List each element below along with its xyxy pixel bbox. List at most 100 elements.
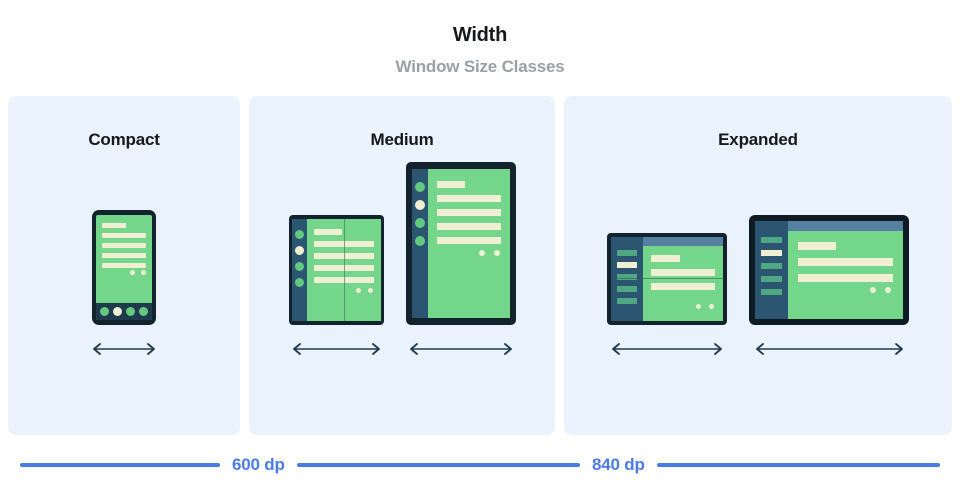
content-dots: [478, 250, 500, 256]
rail-bar-active: [617, 262, 637, 268]
device-slot-foldable-medium: [288, 215, 384, 357]
content-line: [798, 258, 893, 266]
rail-bar: [617, 286, 637, 292]
rail-bar-active: [761, 250, 782, 256]
page-title: Width: [452, 24, 508, 46]
panel-title-expanded: Expanded: [718, 130, 798, 149]
size-class-panels: Compact: [8, 96, 952, 435]
width-arrow-icon: [755, 343, 903, 355]
panel-compact: Compact: [8, 96, 240, 435]
ruler-segment-compact: [20, 463, 220, 467]
content-body: [788, 231, 903, 319]
foldable-expanded-mockup: [607, 233, 727, 325]
foldable-expanded-content: [643, 237, 723, 321]
navigation-rail: [291, 219, 307, 321]
chart-header: Width Window Size Classes: [0, 0, 960, 77]
phone-content: [96, 215, 152, 303]
rail-dot: [294, 278, 304, 287]
content-line: [798, 274, 893, 282]
page-subtitle: Window Size Classes: [395, 57, 565, 76]
ruler-segment-expanded: [656, 463, 940, 467]
breakpoint-label-840dp: 840 dp: [592, 455, 645, 474]
content-line: [102, 263, 146, 268]
content-dot: [885, 287, 891, 293]
content-line: [102, 253, 146, 258]
panel-title-medium: Medium: [370, 130, 434, 149]
content-line: [313, 229, 343, 235]
rail-bar: [761, 276, 782, 282]
phone-screen: [96, 215, 152, 320]
rail-bar: [617, 298, 637, 304]
content-line: [798, 242, 836, 250]
content-line: [102, 223, 127, 228]
content-dot: [709, 304, 714, 309]
width-arrow-icon: [93, 343, 155, 355]
device-slot-phone: [89, 210, 159, 357]
app-top-bar: [788, 221, 903, 231]
content-dot: [696, 304, 701, 309]
content-dot: [870, 287, 876, 293]
nav-dot: [100, 307, 109, 316]
nav-dot: [139, 307, 148, 316]
tablet-medium-mockup: [405, 162, 516, 325]
rail-bar: [617, 250, 637, 256]
rail-dot: [414, 218, 425, 228]
device-group-expanded: [564, 215, 952, 357]
nav-dot-active: [113, 307, 122, 316]
navigation-rail: [611, 237, 643, 321]
nav-dot: [126, 307, 135, 316]
content-dot: [493, 250, 500, 256]
device-slot-foldable-expanded: [607, 233, 727, 357]
content-line: [102, 233, 146, 238]
foldable-medium-mockup: [288, 215, 384, 325]
content-line: [102, 243, 146, 248]
device-group-compact: [8, 210, 240, 357]
navigation-rail: [755, 221, 788, 319]
device-group-medium: [249, 162, 555, 357]
fold-crease-line: [343, 219, 345, 321]
content-line: [651, 255, 680, 262]
content-dot: [478, 250, 485, 256]
content-line: [436, 209, 501, 216]
device-slot-tablet-medium: [405, 162, 516, 357]
content-line: [651, 283, 715, 290]
app-top-bar: [643, 237, 723, 246]
rail-bar: [617, 274, 637, 280]
device-slot-tablet-expanded: [749, 215, 909, 357]
rail-dot: [294, 230, 304, 239]
rail-dot: [294, 262, 304, 271]
panel-expanded: Expanded: [564, 96, 952, 435]
phone-bottom-navigation-bar: [96, 303, 152, 320]
rail-bar: [761, 237, 782, 243]
rail-bar: [761, 289, 782, 295]
navigation-rail: [411, 169, 428, 318]
content-dots: [130, 270, 146, 275]
content-line: [436, 195, 501, 202]
content-dots: [696, 304, 714, 309]
ruler-segment-medium: [296, 463, 580, 467]
width-arrow-icon: [409, 343, 512, 355]
phone-mockup: [92, 210, 156, 325]
tablet-medium-content: [428, 169, 510, 318]
content-line: [651, 269, 715, 276]
content-line: [436, 223, 501, 230]
tablet-expanded-mockup: [749, 215, 909, 325]
content-dot: [355, 288, 361, 293]
panel-title-compact: Compact: [88, 130, 160, 149]
tablet-expanded-screen: [755, 221, 903, 319]
tablet-expanded-content: [788, 221, 903, 319]
foldable-expanded-screen: [611, 237, 723, 321]
tablet-medium-screen: [411, 169, 510, 318]
width-arrow-icon: [292, 343, 380, 355]
rail-dot: [414, 236, 425, 246]
content-dots: [870, 287, 891, 293]
breakpoint-ruler: 600 dp 840 dp: [0, 450, 960, 480]
rail-bar: [761, 263, 782, 269]
content-dot: [130, 270, 135, 275]
content-line: [436, 237, 501, 244]
content-dots: [355, 288, 373, 293]
content-dot: [141, 270, 146, 275]
rail-dot-active: [294, 246, 304, 255]
content-body: [643, 246, 723, 321]
rail-dot-active: [414, 200, 425, 210]
